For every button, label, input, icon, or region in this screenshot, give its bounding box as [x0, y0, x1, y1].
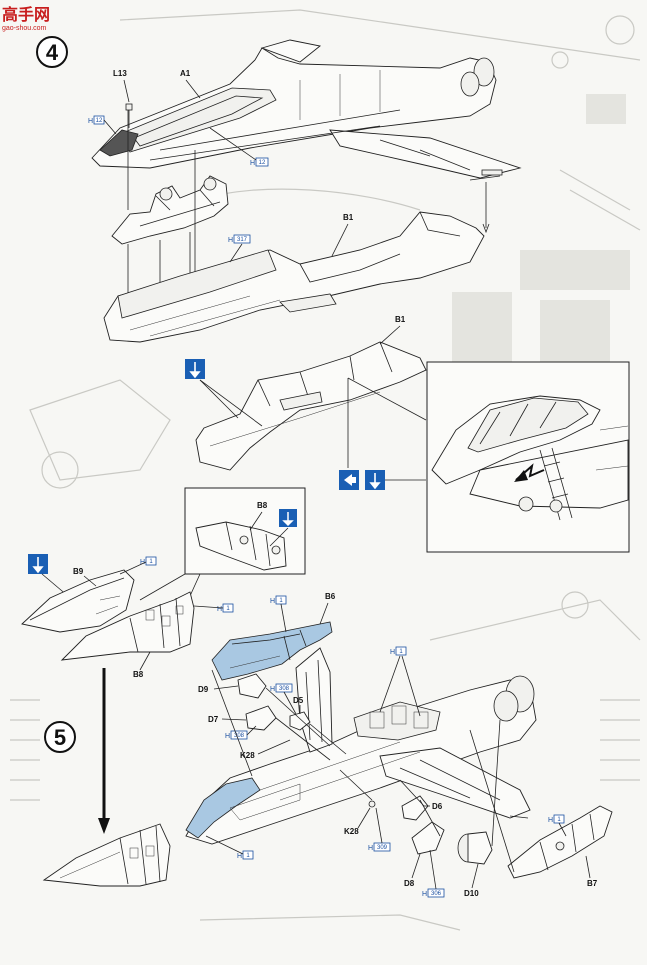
paint-callout-h12-b: H 12 — [209, 127, 269, 167]
leader-a1 — [185, 79, 201, 99]
label-b1-top: B1 — [343, 213, 354, 222]
label-d9: D9 — [198, 685, 209, 694]
paint-callout-h1-bottom: H 1 — [205, 835, 254, 860]
svg-text:H: H — [228, 237, 233, 244]
svg-text:309: 309 — [377, 845, 388, 851]
inset-b8-detail — [139, 487, 306, 601]
paint-callout-h1-b6: H 1 — [270, 595, 287, 633]
svg-text:1: 1 — [226, 606, 230, 612]
svg-text:12: 12 — [259, 160, 266, 166]
part-d9 — [237, 673, 267, 699]
main-fuselage-step5 — [185, 647, 537, 845]
leader-b1-top — [331, 223, 349, 257]
upper-fuselage-a1 — [91, 39, 522, 181]
label-b6: B6 — [325, 592, 336, 601]
label-b8: B8 — [133, 670, 144, 679]
svg-text:H: H — [237, 853, 242, 860]
nose-half-b9 — [21, 569, 135, 633]
cement-marker-b8-inset — [269, 509, 297, 547]
label-k28-a: K28 — [240, 751, 255, 760]
svg-text:H: H — [270, 598, 275, 605]
label-b1-mid: B1 — [395, 315, 406, 324]
paint-callout-h317: H 317 — [228, 234, 251, 263]
svg-text:4: 4 — [46, 40, 59, 65]
svg-text:1: 1 — [279, 598, 283, 604]
svg-text:H: H — [225, 733, 230, 740]
part-b7-intake — [507, 805, 613, 879]
svg-text:高手网: 高手网 — [2, 5, 50, 24]
label-l13: L13 — [113, 69, 127, 78]
label-d6: D6 — [432, 802, 443, 811]
ejection-seats — [111, 175, 229, 245]
svg-text:H: H — [140, 559, 145, 566]
label-d10: D10 — [464, 889, 479, 898]
svg-text:H: H — [422, 891, 427, 898]
svg-text:H: H — [548, 817, 553, 824]
svg-text:H: H — [390, 649, 395, 656]
part-d10-nozzle — [457, 831, 493, 865]
part-l13-gunsight — [125, 103, 133, 128]
assembled-nose — [42, 823, 171, 887]
label-d8: D8 — [404, 879, 415, 888]
view-direction-marker — [339, 470, 359, 490]
svg-text:306: 306 — [431, 891, 442, 897]
paint-callout-h309: H 309 — [368, 807, 391, 852]
paint-callout-h306: H 306 — [422, 849, 445, 898]
label-d5: D5 — [293, 696, 304, 705]
svg-text:H: H — [270, 686, 275, 693]
label-b8-inset: B8 — [257, 501, 268, 510]
part-d8 — [411, 821, 445, 855]
label-k28-b: K28 — [344, 827, 359, 836]
step-4-marker: 4 — [36, 36, 68, 68]
label-d7: D7 — [208, 715, 219, 724]
svg-text:12: 12 — [96, 118, 103, 124]
watermark-logo: 高手网 gao-shou.com — [2, 5, 50, 32]
paint-callout-h308-a: H 308 — [270, 683, 297, 715]
leader-b1-mid — [379, 325, 401, 345]
svg-text:1: 1 — [557, 817, 561, 823]
svg-text:1: 1 — [246, 853, 250, 859]
part-d5 — [289, 711, 311, 731]
paint-callout-h1-b9: H 1 — [119, 556, 157, 575]
cement-marker-inset — [365, 470, 385, 490]
assembly-leaders-step5 — [211, 669, 515, 873]
step-5-marker: 5 — [44, 721, 76, 753]
paint-callout-h1-b7: H 1 — [548, 814, 567, 837]
lower-fuselage-b1-mid — [195, 341, 427, 471]
paint-callout-h12-a: H 12 — [88, 115, 117, 135]
assembly-arrow-down — [98, 668, 110, 834]
label-b9: B9 — [73, 567, 84, 576]
part-k28-b — [368, 800, 376, 808]
cement-marker-b1 — [185, 359, 263, 427]
svg-text:1: 1 — [149, 559, 153, 565]
part-d7 — [245, 705, 277, 731]
svg-text:317: 317 — [237, 237, 248, 243]
paint-callout-h1-b8: H 1 — [193, 603, 234, 613]
inset-ladder-detail — [426, 361, 630, 553]
paint-callout-h1-right: H 1 — [379, 646, 421, 717]
svg-text:H: H — [368, 845, 373, 852]
svg-text:308: 308 — [279, 686, 290, 692]
label-a1: A1 — [180, 69, 191, 78]
cement-marker-b9 — [28, 554, 69, 597]
svg-text:5: 5 — [54, 725, 66, 750]
svg-text:H: H — [88, 118, 93, 125]
svg-text:H: H — [250, 160, 255, 167]
canopy-frame-b6 — [211, 621, 333, 681]
svg-text:1: 1 — [399, 649, 403, 655]
label-b7: B7 — [587, 879, 598, 888]
paint-callout-h308-b: H 308 — [225, 725, 257, 740]
svg-text:gao-shou.com: gao-shou.com — [2, 25, 47, 32]
lower-fuselage-b1-top — [103, 211, 485, 343]
svg-text:308: 308 — [234, 733, 245, 739]
leader-l13 — [123, 79, 130, 103]
svg-text:H: H — [217, 606, 222, 613]
